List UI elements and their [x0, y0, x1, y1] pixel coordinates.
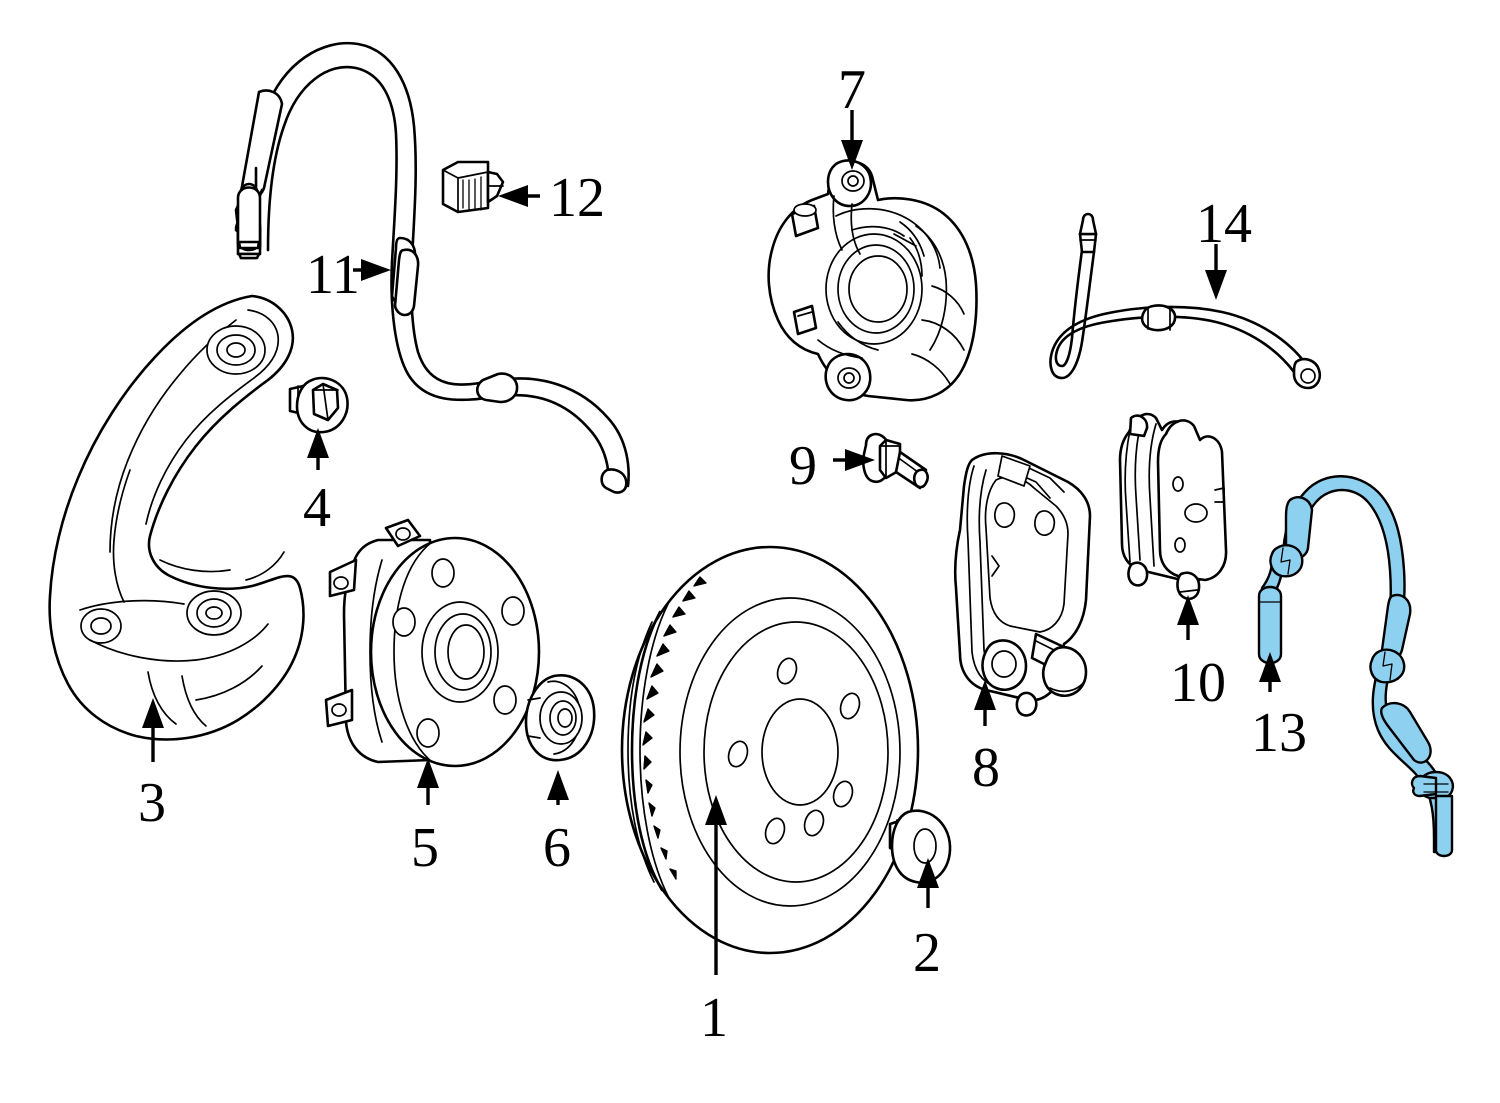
part-brake-splash-shield-3 — [48, 294, 305, 741]
callout-label-11: 11 — [306, 244, 360, 306]
callout-label-8: 8 — [972, 737, 1000, 799]
part-wheel-hub-bearing-assembly-5 — [324, 518, 541, 768]
part-brake-hydraulic-hose-14 — [1049, 212, 1322, 390]
part-brake-pad-set-10 — [1118, 412, 1228, 601]
callout-label-10: 10 — [1170, 652, 1226, 714]
callout-label-5: 5 — [411, 817, 439, 879]
callout-label-6: 6 — [543, 817, 571, 879]
part-splash-shield-hex-bolt-4 — [288, 376, 349, 434]
callout-label-14: 14 — [1196, 193, 1252, 255]
part-caliper-mounting-bracket-8 — [953, 451, 1092, 717]
callout-label-2: 2 — [913, 922, 941, 984]
part-brake-caliper-body-7 — [767, 159, 978, 402]
part-caliper-guide-pin-bolt-9 — [861, 432, 929, 490]
callout-label-9: 9 — [789, 435, 817, 497]
part-brake-rotor-disc-1 — [620, 545, 920, 955]
part-sensor-retainer-grommet-12 — [441, 160, 505, 214]
callout-label-13: 13 — [1251, 702, 1307, 764]
callout-label-4: 4 — [303, 477, 331, 539]
part-abs-wheel-speed-sensor-11 — [234, 41, 630, 494]
callout-label-12: 12 — [549, 167, 605, 229]
part-hub-dust-cap-6 — [524, 674, 596, 762]
part-rotor-retaining-screw-2 — [888, 809, 952, 884]
part-abs-sensor-harness-front-13 — [1257, 475, 1455, 858]
callout-leaders — [142, 110, 1281, 975]
callout-label-1: 1 — [700, 987, 728, 1049]
callout-label-7: 7 — [838, 59, 866, 121]
callout-label-3: 3 — [138, 772, 166, 834]
